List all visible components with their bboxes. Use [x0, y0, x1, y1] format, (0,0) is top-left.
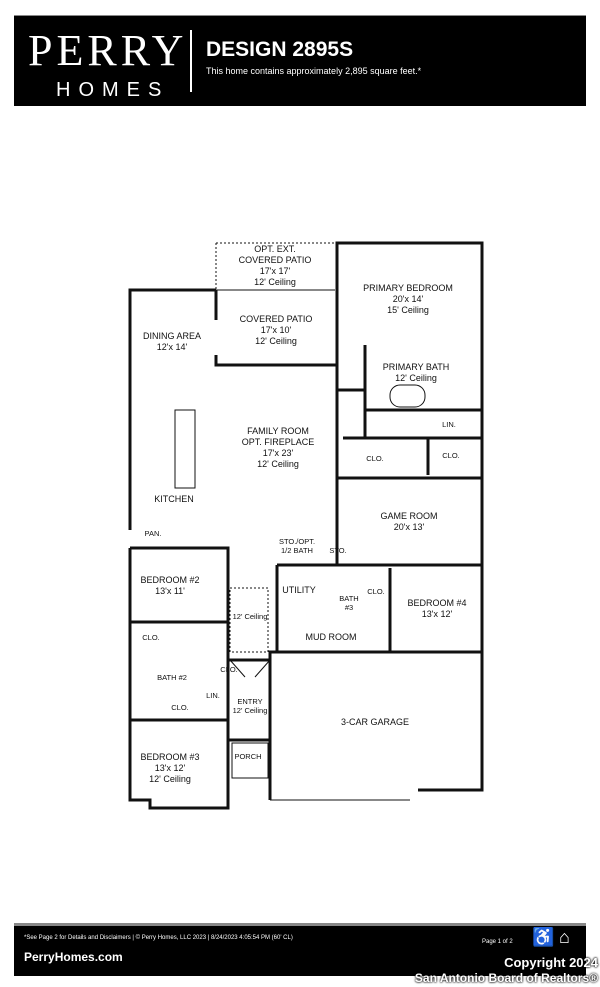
closet-bedroom-4: CLO.: [367, 587, 385, 596]
watermark-board: San Antonio Board of Realtors®: [414, 971, 598, 985]
closet-bedroom-2: CLO.: [142, 633, 160, 642]
walls: [128, 241, 484, 810]
room-sto-half-bath: STO./OPT.1/2 BATH: [278, 537, 316, 555]
logo-homes: HOMES: [56, 79, 170, 101]
website-link[interactable]: PerryHomes.com: [24, 950, 123, 964]
square-feet-note: This home contains approximately 2,895 s…: [206, 66, 422, 76]
accessibility-icon: ♿: [532, 927, 555, 947]
closet-primary-2: CLO.: [442, 451, 460, 460]
linen-hall: LIN.: [206, 691, 220, 700]
room-mud-room: MUD ROOM: [305, 632, 357, 642]
closet-bedroom-3: CLO.: [171, 703, 189, 712]
room-kitchen: KITCHEN: [154, 494, 194, 504]
footer-banner: *See Page 2 for Details and Disclaimers …: [14, 923, 586, 976]
header-banner: PERRY HOMES DESIGN 2895S This home conta…: [14, 15, 586, 106]
equal-housing-icon: ⌂: [559, 927, 570, 947]
room-storage: STO.: [329, 546, 347, 555]
design-title: DESIGN 2895S: [206, 38, 354, 61]
room-utility: UTILITY: [282, 585, 316, 595]
room-porch: PORCH: [234, 752, 262, 761]
closet-entry: CLO.: [220, 665, 238, 674]
room-garage: 3-CAR GARAGE: [340, 717, 410, 727]
room-bath-3: BATH#3: [339, 594, 359, 612]
linen-primary: LIN.: [442, 420, 456, 429]
hall-ceiling: 12' Ceiling: [232, 612, 268, 621]
closet-primary-1: CLO.: [366, 454, 384, 463]
divider: [190, 30, 192, 92]
logo-perry: PERRY: [28, 26, 188, 75]
page-indicator: Page 1 of 2: [482, 939, 513, 945]
room-bath-2: BATH #2: [157, 673, 187, 682]
watermark-copyright: Copyright 2024: [504, 955, 598, 970]
disclaimer: *See Page 2 for Details and Disclaimers …: [24, 935, 293, 941]
room-pantry: PAN.: [144, 529, 162, 538]
